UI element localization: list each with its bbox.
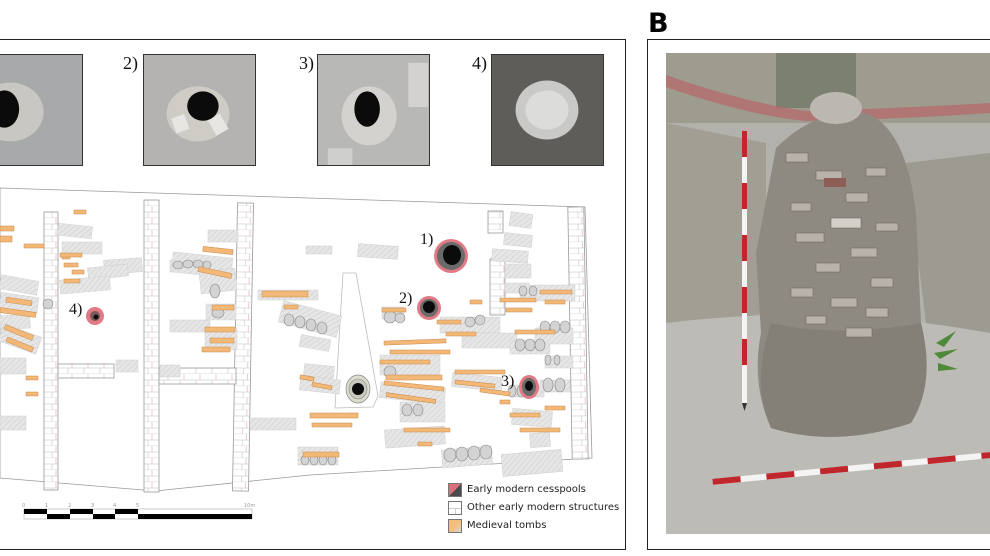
scale-bar-segments [23,508,253,520]
wall [143,199,160,493]
legend-item-structures: Other early modern structures [448,499,619,516]
thumbnail-cesspool-2-photo [143,54,256,166]
cesspool-3-photo [318,55,429,165]
scale-tick-0: 0 [22,503,25,509]
cesspool-1 [434,239,468,273]
map-label-2: 2) [399,290,412,307]
cesspool-swatch [448,482,462,497]
scale-tick-2: 2 [68,503,71,509]
map-legend: Early modern cesspools Other early moder… [448,481,619,535]
thumbnail-label-2: 2) [123,53,138,73]
cesspool-1-photo [0,55,82,165]
early-modern-walls [43,199,589,493]
wall [489,258,506,316]
wall [43,211,59,491]
tomb-swatch [448,518,462,533]
map-label-3: 3) [501,373,514,390]
legend-label-tombs: Medieval tombs [467,520,547,531]
site-plan-map: 1) 2) 3) 4) [0,187,593,493]
thumbnail-label-3: 3) [299,53,314,73]
scale-bar: 0 1 2 3 4 5 10m [22,503,255,520]
panel-b-letter: B [648,8,669,39]
thumbnail-label-4: 4) [472,53,487,73]
cesspool-2-photo [144,55,255,165]
legend-label-cesspools: Early modern cesspools [467,484,586,495]
well-structure [345,374,371,404]
cesspool-2 [417,296,441,320]
ranging-rod-horizontal [712,451,990,485]
scale-tick-3: 3 [91,503,94,509]
scale-tick-10m: 10m [244,503,255,509]
thumbnail-cesspool-4-photo [491,54,604,166]
wall [57,363,115,379]
cesspool-excavation-photo [666,53,990,534]
cesspool-4-photo [492,55,603,165]
legend-item-tombs: Medieval tombs [448,517,619,534]
medieval-tombs [0,209,576,469]
map-label-4: 4) [69,301,82,318]
cesspool-4 [86,307,104,325]
cesspool-3 [519,375,539,399]
thumbnail-cesspool-3-photo [317,54,430,166]
legend-item-cesspools: Early modern cesspools [448,481,619,498]
legend-label-structures: Other early modern structures [467,502,620,513]
scale-tick-5: 5 [136,503,139,509]
map-label-1: 1) [420,231,433,248]
wall [487,210,504,234]
thumbnail-cesspool-1-photo [0,54,83,166]
scale-tick-4: 4 [113,503,116,509]
ranging-rod-vertical [742,131,747,411]
structure-swatch [448,500,462,515]
scale-tick-1: 1 [45,503,48,509]
